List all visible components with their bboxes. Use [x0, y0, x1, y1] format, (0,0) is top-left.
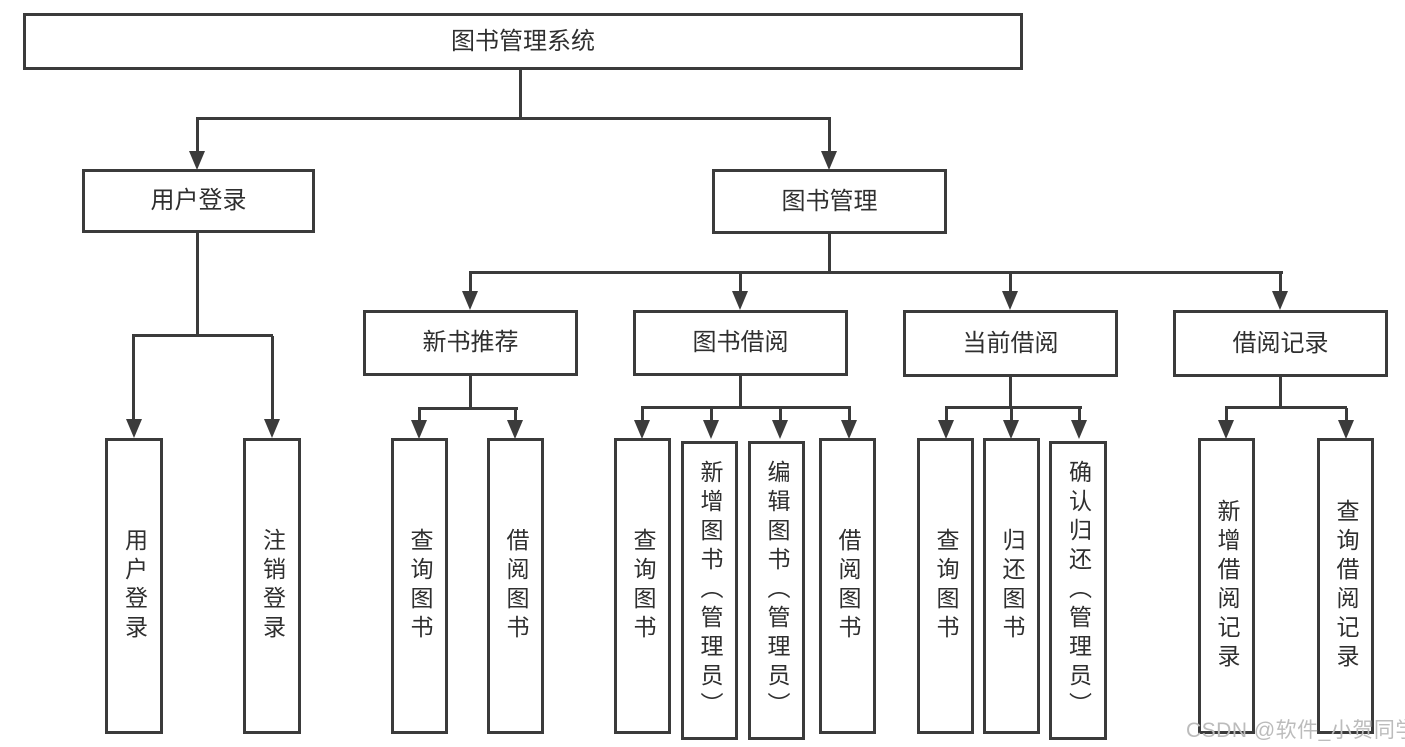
- leaf-user-login: 用户登录: [105, 438, 163, 734]
- edge-drop-bb-borrow: [848, 408, 851, 420]
- edge-book-management-stem: [828, 234, 831, 274]
- arrowhead-cb-confirm: [1071, 420, 1087, 439]
- edge-drop-cb-query: [945, 408, 948, 420]
- arrowhead-cb-query: [938, 420, 954, 439]
- edge-drop-user-login: [196, 119, 199, 152]
- edge-drop-bb-edit: [779, 408, 782, 420]
- arrowhead-book-management: [821, 151, 837, 170]
- edge-drop-nb-query: [418, 409, 421, 421]
- node-user-login: 用户登录: [82, 169, 315, 233]
- edge-current-borrowing-rail: [945, 406, 1082, 409]
- arrowhead-cb-return: [1003, 420, 1019, 439]
- node-book-borrowing: 图书借阅: [633, 310, 848, 376]
- watermark-csdn: CSDN @软件_小贺同学: [1186, 719, 1405, 742]
- edge-user-login-stem: [196, 233, 199, 335]
- edge-root-stem: [519, 70, 522, 120]
- node-new-book-recommendation: 新书推荐: [363, 310, 578, 376]
- leaf-bb-edit-books-admin: 编辑图书（管理员）: [748, 441, 805, 740]
- leaf-nb-borrow-books: 借阅图书: [487, 438, 544, 734]
- arrowhead-br-query: [1338, 420, 1354, 439]
- edge-drop-br-add: [1225, 408, 1228, 420]
- arrowhead-br-add: [1218, 420, 1234, 439]
- edge-user-login-rail: [132, 334, 273, 337]
- edge-drop-leaf-logout: [271, 336, 274, 420]
- edge-drop-book-borrowing: [739, 272, 742, 292]
- arrowhead-leaf-logout: [264, 419, 280, 438]
- arrowhead-borrowing-records: [1272, 291, 1288, 310]
- arrowhead-nb-query: [411, 420, 427, 439]
- edge-drop-cb-confirm: [1078, 408, 1081, 420]
- arrowhead-book-borrowing: [732, 291, 748, 310]
- leaf-bb-query-books: 查询图书: [614, 438, 671, 734]
- edge-drop-leaf-user-login: [132, 336, 135, 420]
- arrowhead-bb-add: [703, 420, 719, 439]
- arrowhead-current-borrowing: [1002, 291, 1018, 310]
- node-book-management: 图书管理: [712, 169, 947, 234]
- node-current-borrowing: 当前借阅: [903, 310, 1118, 377]
- edge-book-management-rail: [469, 271, 1283, 274]
- edge-drop-bb-query: [641, 408, 644, 420]
- leaf-logout: 注销登录: [243, 438, 301, 734]
- arrowhead-bb-query: [634, 420, 650, 439]
- edge-drop-new-book: [469, 272, 472, 292]
- edge-drop-book-management: [828, 119, 831, 152]
- arrowhead-user-login: [189, 151, 205, 170]
- edge-new-book-stem: [469, 376, 472, 409]
- edge-current-borrowing-stem: [1009, 377, 1012, 408]
- leaf-br-add-record: 新增借阅记录: [1198, 438, 1255, 734]
- leaf-br-query-record: 查询借阅记录: [1317, 438, 1374, 734]
- edge-drop-br-query: [1345, 408, 1348, 420]
- edge-borrowing-records-stem: [1279, 377, 1282, 408]
- edge-borrowing-records-rail: [1225, 406, 1347, 409]
- node-borrowing-records: 借阅记录: [1173, 310, 1388, 377]
- edge-drop-nb-borrow: [514, 409, 517, 421]
- node-library-management-system: 图书管理系统: [23, 13, 1023, 70]
- edge-drop-current-borrowing: [1009, 272, 1012, 292]
- arrowhead-new-book: [462, 291, 478, 310]
- arrowhead-leaf-user-login: [126, 419, 142, 438]
- leaf-bb-add-books-admin: 新增图书（管理员）: [681, 441, 738, 740]
- arrowhead-bb-borrow: [841, 420, 857, 439]
- arrowhead-nb-borrow: [507, 420, 523, 439]
- leaf-cb-confirm-return-admin: 确认归还（管理员）: [1049, 441, 1107, 740]
- edge-new-book-rail: [418, 407, 518, 410]
- edge-book-borrowing-stem: [739, 376, 742, 408]
- edge-drop-bb-add: [710, 408, 713, 420]
- arrowhead-bb-edit: [772, 420, 788, 439]
- leaf-bb-borrow-books: 借阅图书: [819, 438, 876, 734]
- leaf-cb-query-books: 查询图书: [917, 438, 974, 734]
- leaf-cb-return-books: 归还图书: [983, 438, 1040, 734]
- leaf-nb-query-books: 查询图书: [391, 438, 448, 734]
- edge-drop-borrowing-records: [1279, 272, 1282, 292]
- edge-root-rail: [196, 117, 831, 120]
- edge-drop-cb-return: [1010, 408, 1013, 420]
- edge-book-borrowing-rail: [641, 406, 851, 409]
